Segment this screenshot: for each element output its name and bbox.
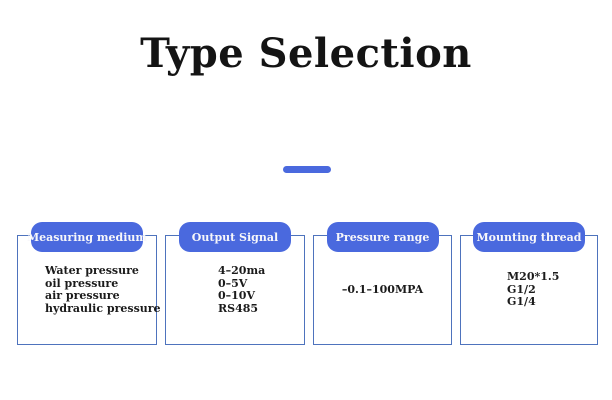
option-line: hydraulic pressure (45, 301, 161, 315)
option-line: 0–5V (218, 276, 248, 290)
card-output-signal: Output Signal 4–20ma 0–5V 0–10V RS485 (165, 222, 305, 345)
card-header-label: Mounting thread (476, 230, 582, 244)
option-line: Water pressure (45, 264, 139, 277)
option-line: RS485 (218, 301, 259, 315)
card-mounting-thread: Mounting thread M20*1.5 G1/2 G1/4 (460, 222, 598, 345)
option-line: G1/2 (507, 282, 536, 296)
card-header-mounting-thread: Mounting thread (473, 222, 585, 252)
card-header-label: Pressure range (335, 230, 430, 244)
option-line: –0.1–100MPA (341, 282, 424, 296)
card-measuring-medium-options: Water pressure oil pressure air pressure… (17, 235, 161, 345)
card-output-signal-border (165, 235, 305, 345)
card-header-pressure-range: Pressure range (326, 222, 439, 252)
card-header-label: Output Signal (191, 230, 279, 244)
card-pressure-range-options: –0.1–100MPA (313, 235, 452, 345)
card-mounting-thread-border (460, 235, 598, 345)
card-pressure-range-border (313, 235, 452, 345)
card-measuring-medium-border (17, 235, 157, 345)
title-underline-dash (283, 166, 331, 173)
option-line: M20*1.5 (507, 270, 560, 284)
card-header-output-signal: Output Signal (179, 222, 291, 252)
page-title: Type Selection (140, 30, 472, 77)
card-header-measuring-medium: Measuring medium (27, 222, 147, 252)
card-output-signal-options: 4–20ma 0–5V 0–10V RS485 (165, 235, 305, 345)
option-line: oil pressure (45, 276, 119, 290)
option-line: 0–10V (218, 289, 255, 302)
card-pressure-range: Pressure range –0.1–100MPA (313, 222, 452, 345)
card-mounting-thread-options: M20*1.5 G1/2 G1/4 (460, 235, 598, 345)
option-line: air pressure (45, 289, 120, 302)
option-line: G1/4 (507, 295, 536, 309)
card-measuring-medium: Measuring medium Water pressure oil pres… (17, 222, 161, 345)
card-header-label: Measuring medium (26, 230, 148, 244)
option-line: 4–20ma (218, 264, 266, 277)
